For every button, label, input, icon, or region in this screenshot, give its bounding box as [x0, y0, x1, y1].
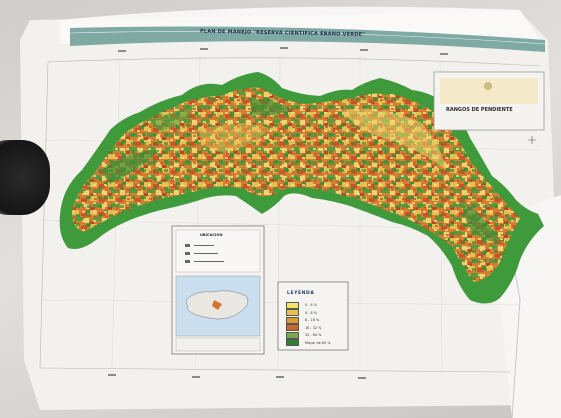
legend-item: Mayor de 64 %: [286, 339, 331, 346]
legend-swatch: [286, 324, 299, 331]
legend-swatch: [286, 331, 299, 339]
legend-label: 16 - 32 %: [305, 325, 322, 330]
legend-item: 4 - 8 %: [286, 309, 317, 316]
legend-label: 4 - 8 %: [305, 310, 317, 315]
dark-object: [0, 140, 50, 215]
legend-item: 8 - 16 %: [286, 316, 320, 324]
legend-swatch: [286, 339, 299, 346]
legend-swatch: [286, 301, 299, 309]
legend-swatch: [286, 309, 299, 316]
locator-heading: UBICACION: [200, 233, 223, 237]
legend-label: Mayor de 64 %: [305, 340, 331, 345]
institution-label: RANGOS DE PENDIENTE: [446, 107, 513, 113]
legend-item: 0 - 4 %: [286, 301, 317, 309]
relief-map: [59, 72, 545, 304]
legend-label: 8 - 16 %: [305, 318, 320, 322]
legend-title: LEYENDA: [287, 291, 315, 296]
legend-item: 16 - 32 %: [286, 324, 322, 331]
legend-label: 0 - 4 %: [305, 303, 317, 307]
legend-label: 32 - 64 %: [305, 333, 322, 337]
legend-item: 32 - 64 %: [286, 331, 322, 339]
legend-swatch: [286, 316, 299, 324]
